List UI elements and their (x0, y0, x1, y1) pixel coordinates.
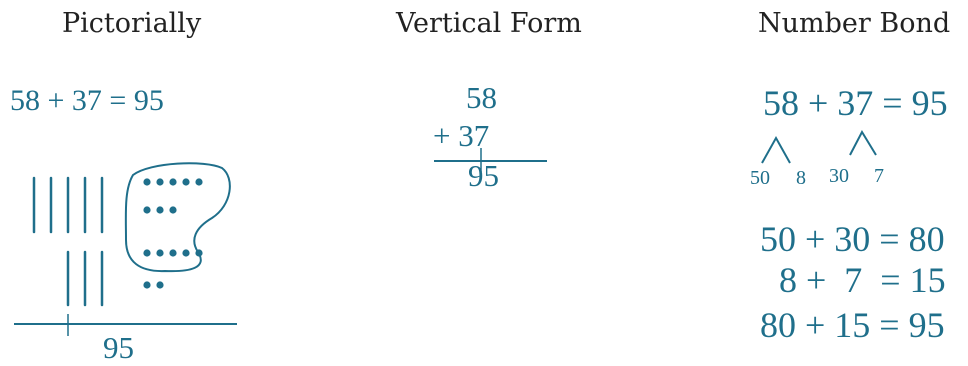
bond-step-3: 80 + 15 = 95 (760, 305, 945, 345)
ones-dot (169, 249, 177, 257)
bond-branches (761, 129, 877, 164)
ones-dot (195, 178, 203, 186)
vertical-bottom-addend: + 37 (433, 118, 490, 153)
ones-dot (156, 249, 164, 257)
bond-split-8: 8 (796, 167, 806, 189)
bond-step-1: 50 + 30 = 80 (760, 219, 945, 259)
ones-dot (182, 178, 190, 186)
ones-dot (143, 178, 151, 186)
ones-dot (143, 206, 151, 214)
bond-branch-58 (761, 135, 791, 164)
ones-dot (169, 206, 177, 214)
ones-dot (169, 178, 177, 186)
ones-dot (156, 178, 164, 186)
ones-dot (143, 281, 151, 289)
ones-dots-group (143, 178, 203, 289)
ones-dot (143, 249, 151, 257)
vertical-top-addend: 58 (466, 80, 497, 115)
tens-rods-group (32, 176, 104, 307)
ones-dot (182, 249, 190, 257)
header-pictorially: Pictorially (62, 8, 202, 39)
bond-split-30: 30 (829, 165, 849, 187)
ones-dot (156, 281, 164, 289)
vertical-result: 95 (468, 158, 499, 193)
bond-branch-37 (849, 129, 877, 156)
ones-dot (195, 249, 203, 257)
regroup-loop (124, 162, 231, 273)
header-vertical-form: Vertical Form (396, 8, 582, 39)
bond-step-2: 8 + 7 = 15 (779, 260, 946, 300)
bond-split-50: 50 (750, 167, 770, 189)
bond-split-7: 7 (874, 165, 884, 187)
pictorial-total: 95 (103, 330, 134, 365)
bond-equation: 58 + 37 = 95 (763, 83, 948, 123)
header-number-bond: Number Bond (758, 8, 951, 39)
ones-dot (156, 206, 164, 214)
pictorial-equation: 58 + 37 = 95 (10, 84, 164, 117)
